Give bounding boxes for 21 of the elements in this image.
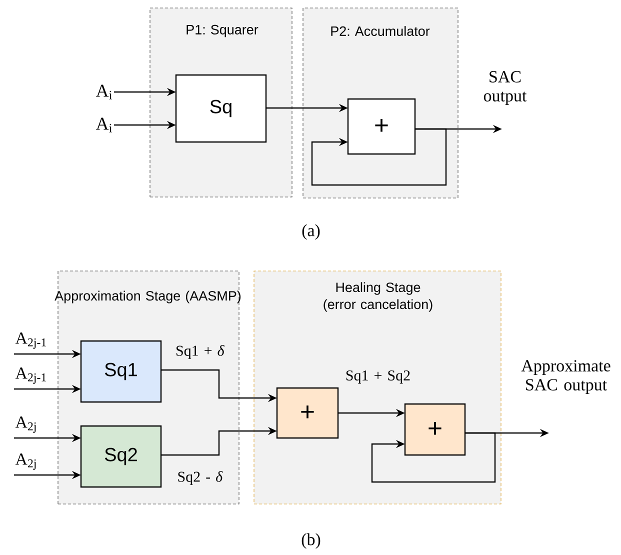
- feedback-arrow: [311, 128, 447, 186]
- input-label: A$_{2j-1}$: [15, 332, 46, 349]
- subfigure-caption: (a): [302, 224, 320, 240]
- input-label: A$_{i}$: [96, 118, 112, 132]
- edge-label: Sq1 + δ: [176, 345, 224, 359]
- adder-box: +: [276, 387, 339, 439]
- squarer-box: Sq: [175, 74, 267, 143]
- edge-label: SAC output: [484, 71, 527, 105]
- input-label: A$_{i}$: [96, 84, 112, 100]
- squarer-box: Sq2: [80, 425, 162, 488]
- input-label: A$_{2j}$: [15, 416, 36, 433]
- input-label: A$_{2j}$: [15, 453, 36, 470]
- edge-label: Approximate SAC output: [521, 360, 610, 394]
- adder-box: +: [404, 403, 466, 456]
- adder-box: +: [347, 98, 416, 155]
- edge-label: Sq1 + Sq2: [346, 370, 410, 384]
- edge-label: Sq2 - δ: [178, 471, 223, 485]
- subfigure-caption: (b): [302, 533, 320, 549]
- input-label: A$_{2j-1}$: [15, 367, 46, 384]
- feedback-arrow: [371, 432, 496, 483]
- squarer-box: Sq1: [80, 340, 162, 403]
